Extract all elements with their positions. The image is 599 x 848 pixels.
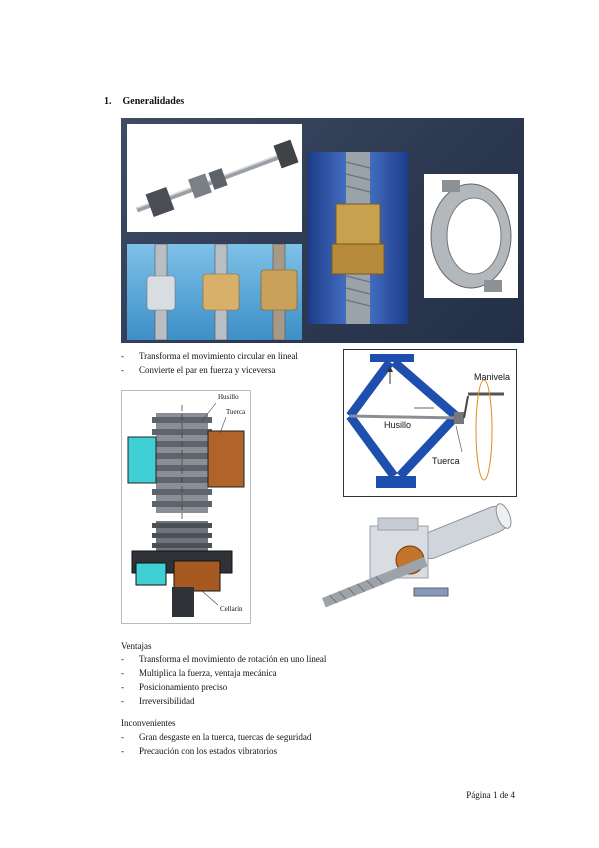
list-item: - Irreversibilidad <box>121 696 195 706</box>
intro-bullet-list: - Transforma el movimiento circular en l… <box>121 349 298 377</box>
list-item: - Transforma el movimiento circular en l… <box>121 351 298 361</box>
section-title: Generalidades <box>122 96 185 107</box>
inconvenientes-list: - Gran desgaste en la tuerca, tuercas de… <box>121 730 311 758</box>
ball-screw-assembly-photo <box>127 124 302 232</box>
section-heading: 1. Generalidades <box>104 96 184 107</box>
scissor-jack-diagram: Manivela Husillo Tuerca <box>343 349 517 497</box>
section-number: 1. <box>104 96 112 107</box>
ventajas-title: Ventajas <box>121 641 152 651</box>
list-item: - Convierte el par en fuerza y viceversa <box>121 365 276 375</box>
label-husillo: Husillo <box>384 420 412 430</box>
lock-nut-photo <box>424 174 518 298</box>
label-tuerca: Tuerca <box>226 408 246 416</box>
label-manivela: Manivela <box>474 372 511 382</box>
nut-cross-section-diagram: Husillo Tuerca Cellarín <box>121 390 251 624</box>
screw-actuator-render <box>318 502 522 610</box>
ventajas-list: - Transforma el movimiento de rotación e… <box>121 652 326 708</box>
screw-nuts-photo <box>127 244 302 340</box>
brass-nut-photo <box>308 152 408 324</box>
page-number: Página 1 de 4 <box>466 790 515 800</box>
label-husillo: Husillo <box>218 393 239 401</box>
list-item: - Transforma el movimiento de rotación e… <box>121 654 327 664</box>
ball-screw-photo-collage <box>121 118 524 343</box>
label-cellarin: Cellarín <box>220 605 243 613</box>
inconvenientes-title: Inconvenientes <box>121 718 176 728</box>
list-item: - Multiplica la fuerza, ventaja mecánica <box>121 668 277 678</box>
list-item: - Posicionamiento preciso <box>121 682 228 692</box>
list-item: - Precaución con los estados vibratorios <box>121 746 277 756</box>
list-item: - Gran desgaste en la tuerca, tuercas de… <box>121 732 312 742</box>
label-tuerca: Tuerca <box>432 456 460 466</box>
